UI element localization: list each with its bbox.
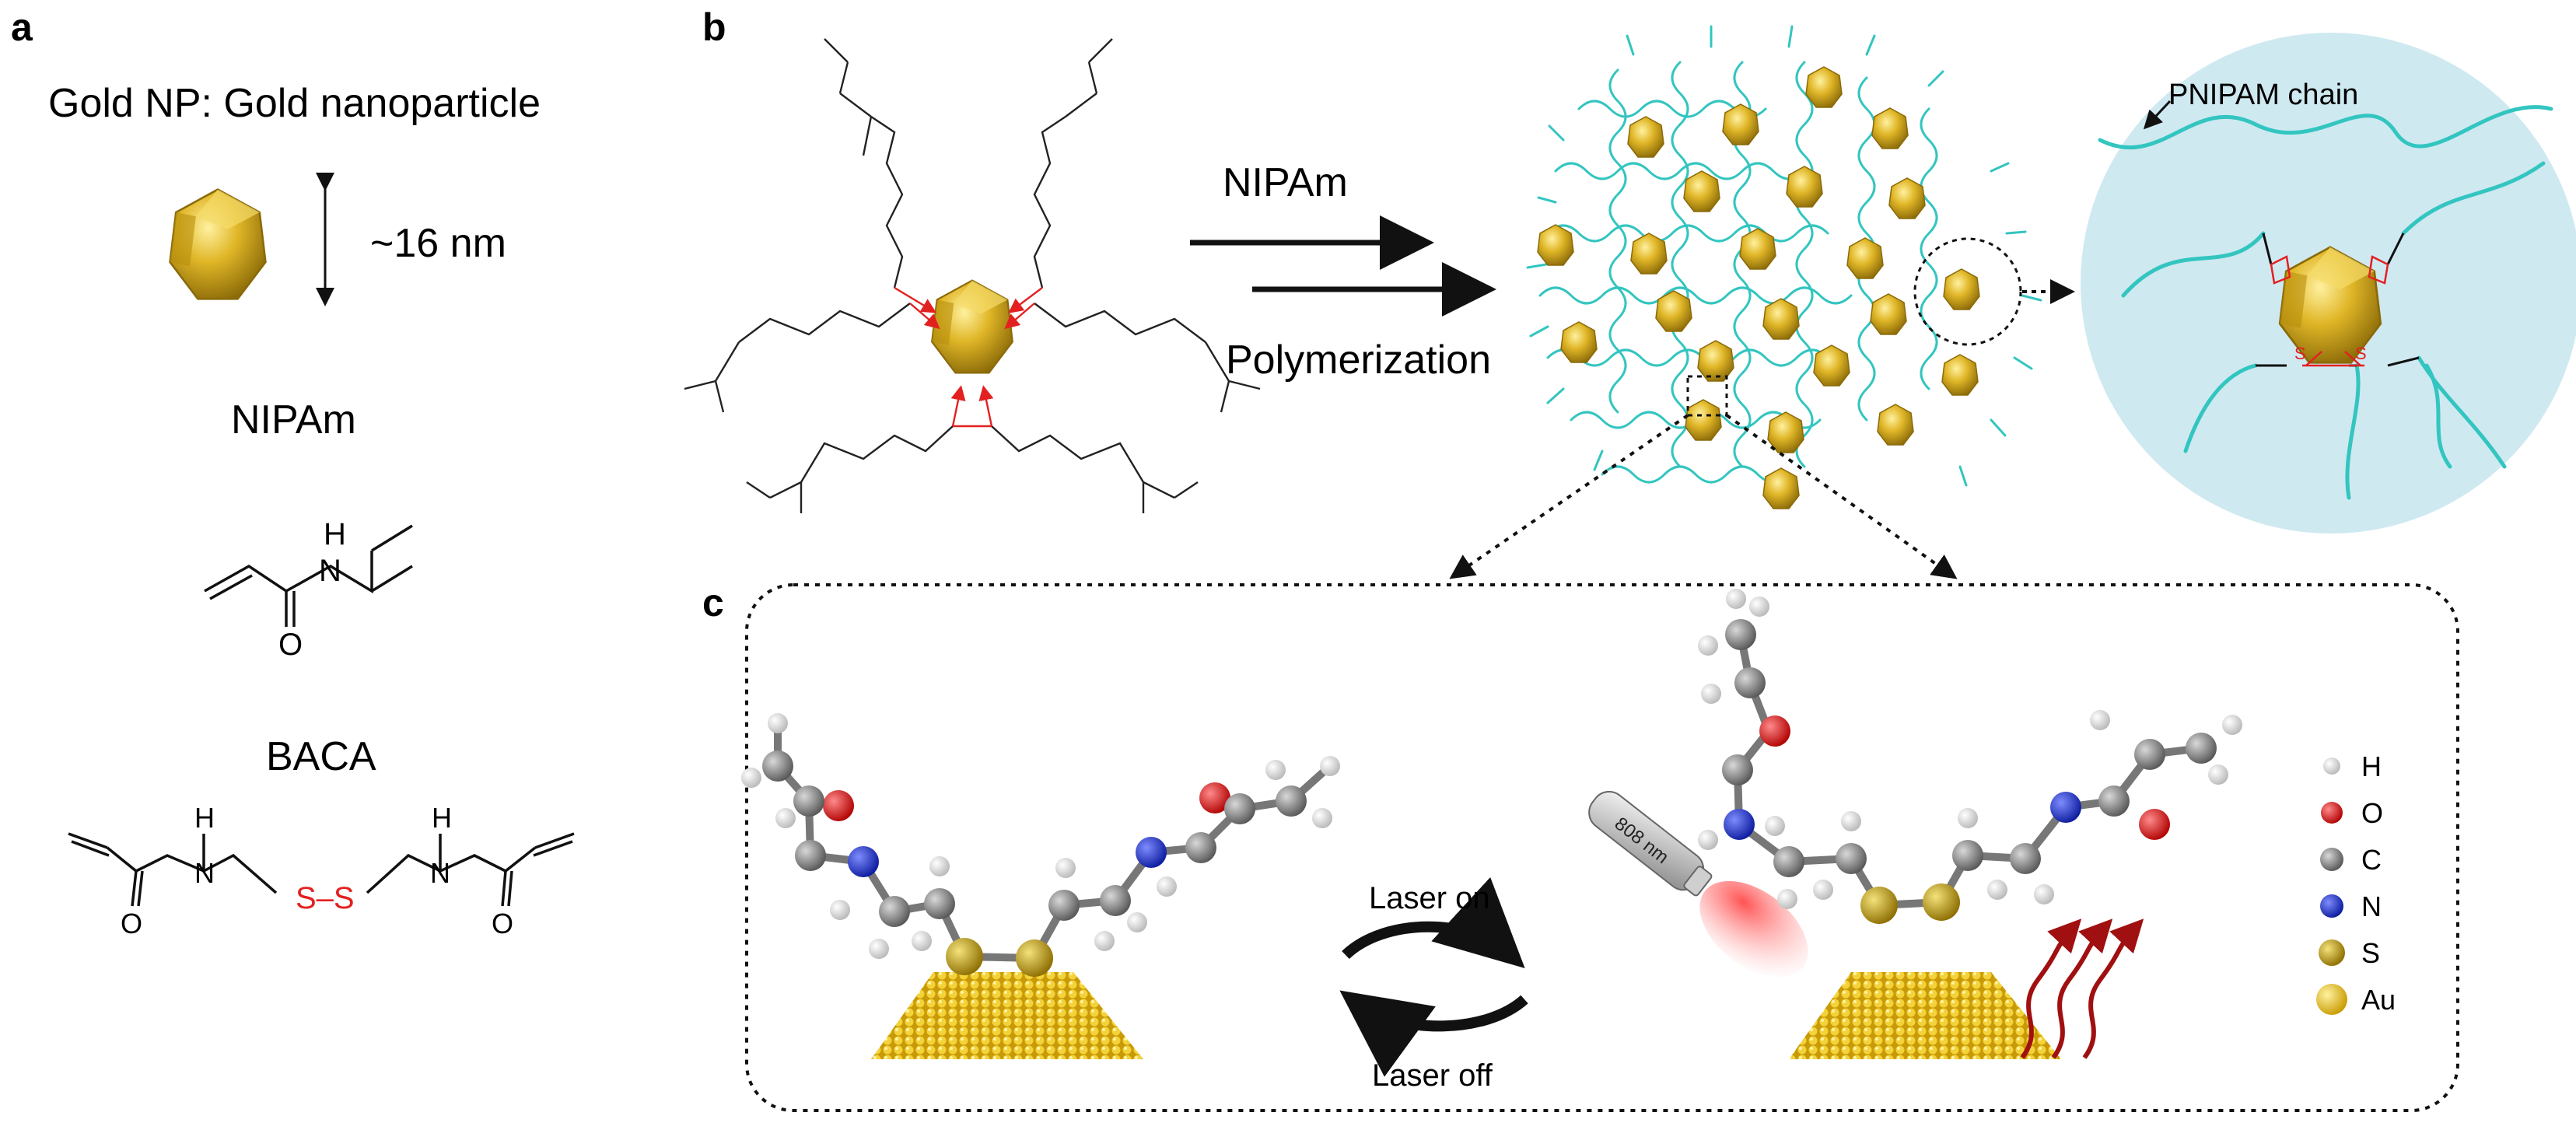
gold-surface-left	[871, 972, 1143, 1059]
legend-label-au: Au	[2361, 984, 2396, 1016]
legend-label-c: C	[2361, 844, 2382, 876]
size-label: ~16 nm	[370, 221, 506, 266]
baca-atom-n-right: N	[430, 857, 450, 889]
zoom-line-right	[1725, 414, 1958, 579]
zoom-circle	[1913, 237, 2022, 346]
nipam-atom-h: H	[324, 517, 346, 551]
nipam-label: NIPAm	[231, 397, 356, 443]
nipam-atom-o: O	[278, 628, 303, 662]
panel-c: c	[702, 581, 2459, 1112]
crosslinker-np-scheme	[684, 38, 1261, 513]
legend-label-n: N	[2361, 890, 2382, 922]
legend-label-s: S	[2361, 937, 2380, 969]
zoomed-np-view: S S PNIPAM chain	[2081, 33, 2576, 534]
zoom-s-left: S	[2294, 344, 2306, 363]
molecule-right	[1698, 589, 2242, 924]
baca-atom-h-left: H	[194, 802, 215, 834]
panel-a-letter: a	[11, 5, 33, 49]
baca-atom-n-left: N	[194, 857, 215, 889]
heat-waves	[2020, 918, 2144, 1059]
legend-atom-au-icon	[2316, 984, 2347, 1015]
panel-b: b	[684, 5, 2576, 579]
reaction-label-nipam: NIPAm	[1223, 160, 1348, 205]
legend-atom-o-icon	[2321, 802, 2343, 824]
baca-atom-h-right: H	[432, 802, 452, 834]
panel-b-letter: b	[702, 5, 726, 49]
gold-surface-right	[1789, 972, 2061, 1059]
gold-nanoparticle-icon	[169, 188, 267, 300]
nipam-atom-n: N	[319, 554, 341, 588]
zoom-box	[1686, 375, 1728, 417]
nanocomposite-network	[1449, 25, 2075, 579]
laser-on-label: Laser on	[1369, 881, 1490, 915]
network-nanoparticles	[1537, 66, 1980, 509]
molecule-left	[741, 713, 1340, 977]
zoom-line-left	[1449, 414, 1689, 579]
legend-atom-h-icon	[2323, 757, 2340, 775]
baca-label: BACA	[266, 734, 376, 779]
laser-off-label: Laser off	[1372, 1058, 1493, 1093]
panel-c-letter: c	[702, 581, 724, 624]
panel-a: a Gold NP: Gold nanoparticle ~16 nm NIPA…	[11, 5, 575, 939]
reaction-label-polymerization: Polymerization	[1226, 338, 1491, 383]
baca-structure	[68, 832, 575, 907]
released-state: 808 nm	[1588, 589, 2242, 1059]
pnipam-chain-pointer	[2143, 100, 2172, 130]
legend-label-h: H	[2361, 750, 2382, 782]
legend-atom-c-icon	[2320, 848, 2343, 871]
nipam-structure	[204, 524, 413, 627]
legend-label-o: O	[2361, 797, 2383, 829]
baca-disulfide: S–S	[296, 881, 355, 915]
panel-c-frame	[745, 583, 2459, 1112]
baca-atom-o-right: O	[492, 908, 513, 939]
baca-atom-o-left: O	[121, 908, 142, 939]
zoom-s-right: S	[2355, 344, 2367, 363]
gold-np-title: Gold NP: Gold nanoparticle	[48, 81, 541, 126]
legend-atom-s-icon	[2319, 939, 2345, 966]
pnipam-chain-label: PNIPAM chain	[2168, 79, 2358, 111]
reversible-arrows: Laser on Laser off	[1339, 876, 1528, 1093]
bound-state	[741, 713, 1340, 1059]
legend-atom-n-icon	[2320, 894, 2343, 918]
